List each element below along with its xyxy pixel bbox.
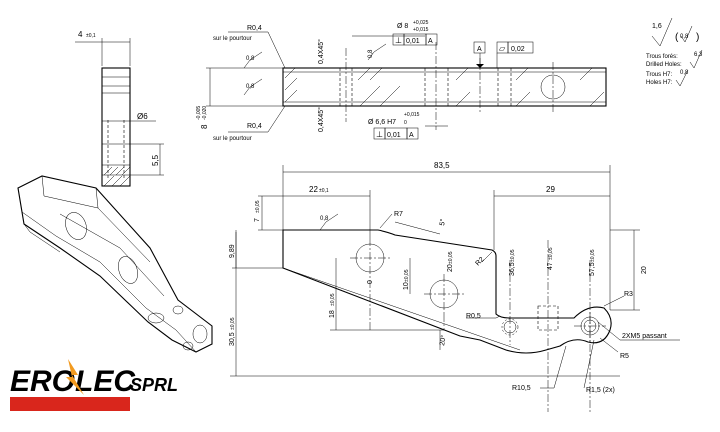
label-r5: R5	[620, 353, 629, 360]
dim-20r: 20	[641, 266, 648, 274]
dim-57-5: 57,5	[589, 262, 596, 276]
fcf-flatness: ▱ 0,02	[496, 41, 534, 54]
fcf-bottom: ⊥ 0,01 A	[373, 127, 419, 140]
logo-graphic: EROLEC SPRL	[10, 359, 178, 411]
dim-7-tol: ±0,05	[255, 200, 261, 213]
flatness-value: 0,02	[511, 46, 525, 53]
dim-dia-bottom-tol-low: 0	[404, 120, 407, 126]
rough-2: 0,8	[246, 84, 255, 90]
dim-29: 29	[546, 185, 555, 194]
erolec-logo: EROLEC SPRL	[8, 355, 198, 417]
label-r2: R2	[474, 256, 485, 267]
label-r-top: R0,4	[247, 25, 262, 32]
fcf-bottom-symbol: ⊥	[376, 130, 383, 139]
dim-dia-top: Ø 8	[397, 23, 408, 30]
hatch-area	[284, 67, 605, 107]
label-chamfer-top: 0,4X45°	[317, 39, 325, 64]
dim-thickness-main: 8	[200, 124, 209, 129]
isometric-view	[17, 175, 213, 353]
dim-47-tol: ±0,05	[548, 247, 554, 260]
dim-36-5: 36,5	[509, 262, 516, 276]
label-r10-5: R10,5	[512, 385, 531, 392]
dim-thickness-tol: ±0,1	[86, 33, 96, 39]
fcf-top-value: 0,01	[406, 38, 420, 45]
side-view: 4 ±0,1 Ø6 5,5	[75, 30, 164, 187]
fcf-bottom-ref: A	[409, 132, 414, 139]
dim-dia-top-tol-up: +0,025	[413, 20, 429, 26]
dim-overall: 83,5	[434, 161, 450, 170]
dim-36-5-tol: ±0,05	[510, 249, 516, 262]
rough-h7-fr: Trous H7:	[646, 72, 672, 78]
roughness-notes: 1,6 ( 0,8 ) 6,3 Trous forés: Drilled Hol…	[646, 17, 703, 87]
rough-general: 1,6	[652, 23, 662, 30]
label-r7: R7	[394, 211, 403, 218]
dim-18-tol: ±0,05	[330, 293, 336, 306]
section-view: R0,4 sur le pourtour R0,4 sur le pourtou…	[196, 20, 607, 142]
angle-5: 5°	[438, 218, 447, 226]
dim-9-89: 9,89	[229, 244, 236, 258]
label-r0-5: R0,5	[466, 313, 481, 320]
dim-47: 47	[547, 262, 554, 270]
paren-close: )	[696, 32, 699, 43]
part-outline	[282, 229, 612, 354]
dim-57-5-tol: ±0,05	[590, 249, 596, 262]
dim-counterbore: 5,5	[151, 154, 160, 166]
dim-22-tol: ±0,1	[319, 188, 329, 194]
dim-18: 18	[329, 310, 336, 318]
rough-h7-en: Holes H7:	[646, 80, 673, 86]
dim-dia-top-tol-low: +0,015	[413, 27, 429, 33]
rough-h7-value: 0,8	[680, 70, 689, 76]
logo-suffix: SPRL	[130, 375, 178, 395]
label-thread: 2XM5 passant	[622, 333, 667, 340]
fcf-bottom-value: 0,01	[387, 132, 401, 139]
dim-thickness-tol-up: -0,005	[196, 106, 202, 120]
fcf-top-ref: A	[428, 38, 433, 45]
angle-20: 20°	[438, 334, 448, 346]
label-r-bottom: R0,4	[247, 123, 262, 130]
dim-30-5-tol: ±0,05	[230, 317, 236, 330]
dim-10-tol: ±0,05	[404, 269, 410, 282]
dim-20v: 20	[447, 264, 454, 272]
dim-10: 10	[403, 282, 410, 290]
dim-dia-bottom: Ø 6,6 H7	[368, 119, 396, 126]
dim-thickness: 4	[78, 30, 83, 39]
lightning-icon	[66, 359, 84, 395]
rough-3: 0,8	[368, 49, 374, 58]
dim-thickness-tol-low: -0,020	[202, 106, 208, 120]
rough-drilled-en: Drilled Holes:	[646, 62, 682, 68]
rough-drilled-fr: Trous forés:	[646, 54, 678, 60]
main-view: 83,5 22 ±0,1 29 7 ±0,05 9,89 18 ±0,05 30…	[229, 161, 680, 412]
dim-hole-dia: Ø6	[137, 112, 148, 121]
dim-22: 22	[309, 185, 318, 194]
dim-20v-tol: ±0,05	[448, 251, 454, 264]
label-chamfer-bottom: 0,4X45°	[317, 107, 325, 132]
label-r1-5: R1,5 (2x)	[586, 387, 615, 394]
logo-bar	[10, 397, 130, 411]
rough-general-paren: 0,8	[680, 34, 689, 40]
hatch-area	[103, 166, 131, 187]
dim-30-5: 30,5	[229, 332, 236, 346]
paren-open: (	[675, 32, 679, 43]
dim-dia-bottom-tol-up: +0,015	[404, 112, 420, 118]
rough-drilled-value: 6,3	[694, 52, 703, 58]
datum-triangle	[476, 64, 484, 68]
label-r3: R3	[624, 291, 633, 298]
flatness-symbol: ▱	[499, 44, 506, 53]
dim-7: 7	[254, 218, 261, 222]
rough-1: 0,8	[246, 56, 255, 62]
datum-a-label: A	[477, 46, 482, 53]
label-r-bottom-note: sur le pourtour	[213, 136, 252, 142]
fcf-top: ⊥ 0,01 A	[392, 33, 438, 46]
fcf-top-symbol: ⊥	[395, 36, 402, 45]
dim-0: 0	[367, 280, 374, 284]
label-r-top-note: sur le pourtour	[213, 36, 252, 42]
main-rough: 0,8	[320, 216, 329, 222]
